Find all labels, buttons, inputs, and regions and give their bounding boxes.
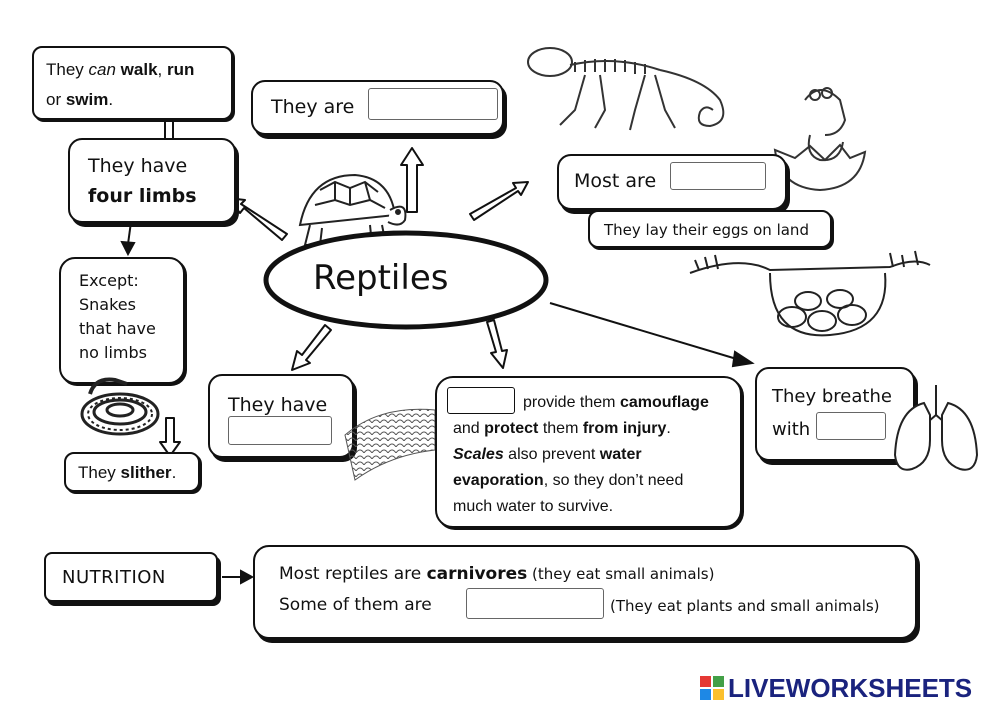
nutrition-label-box: NUTRITION: [44, 552, 218, 602]
arrow-scales-box: [486, 319, 508, 369]
nutrition-l1-paren: (they eat small animals): [527, 565, 715, 583]
skeleton-illustration: [527, 47, 725, 131]
text-swim: swim: [65, 90, 109, 109]
scales-camouflage: camouflage: [619, 394, 709, 411]
scales-italic-word: Scales: [453, 446, 504, 463]
nutrition-l1-text: Most reptiles are: [279, 564, 427, 584]
eggs-label: They lay their eggs on land: [604, 221, 809, 239]
breathe-line-2: with: [772, 419, 811, 440]
except-line-3: that have: [79, 319, 156, 338]
scales-line-1: provide them camouflage: [523, 391, 709, 415]
arrow-most-are: [469, 181, 529, 221]
they-are-answer-input[interactable]: [368, 88, 498, 120]
text-they: They: [46, 60, 89, 79]
reptiles-oval: [263, 230, 549, 330]
text-can: can: [88, 60, 116, 79]
scales-water: water: [599, 446, 642, 463]
they-are-label: They are: [271, 96, 355, 118]
arrow-they-have: [291, 324, 332, 371]
scales-illustration: [344, 408, 436, 481]
most-are-answer-input[interactable]: [670, 162, 766, 190]
breathe-line-1: They breathe: [772, 386, 892, 407]
scales-l1-text: provide them: [523, 394, 620, 411]
nutrition-line-1: Most reptiles are carnivores (they eat s…: [279, 562, 714, 586]
scales-from-injury: from injury: [582, 420, 667, 437]
text-comma: ,: [157, 60, 167, 79]
slither-they: They: [78, 463, 121, 482]
snake-illustration: [80, 377, 160, 436]
nutrition-l2-paren: (They eat plants and small animals): [610, 597, 880, 615]
liveworksheets-logo: LIVEWORKSHEETS: [700, 672, 1000, 703]
scales-protect: protect: [484, 420, 539, 437]
walk-line-2: or swim.: [46, 88, 113, 112]
breathe-answer-input[interactable]: [816, 412, 886, 440]
scales-line-2: and protect them from injury.: [453, 417, 671, 441]
slither-period: .: [171, 463, 177, 482]
scales-evaporation: evaporation: [453, 472, 544, 489]
scales-answer-input[interactable]: [447, 387, 515, 414]
except-line-2: Snakes: [79, 295, 136, 314]
nutrition-label: NUTRITION: [62, 567, 166, 588]
they-have-label: They have: [228, 394, 328, 416]
scales-l3-text: also prevent: [503, 446, 600, 463]
hatchling-illustration: [773, 87, 867, 192]
slither-word: slither: [120, 463, 172, 482]
logo-icon: [700, 676, 724, 700]
slither-box: They slither.: [64, 452, 200, 492]
most-are-label: Most are: [574, 170, 657, 192]
text-run: run: [167, 60, 195, 79]
scales-l2-and: and: [453, 420, 485, 437]
lungs-illustration: [893, 385, 979, 471]
four-limbs-line-1: They have: [88, 155, 188, 177]
scales-l4-text: , so they don’t need: [543, 472, 684, 489]
nest-eggs-illustration: [689, 250, 931, 337]
arrow-up-they-are: [400, 147, 424, 213]
except-line-1: Except:: [79, 271, 139, 290]
nutrition-carnivores: carnivores: [426, 564, 528, 584]
except-line-4: no limbs: [79, 343, 147, 362]
slither-text: They slither.: [78, 461, 176, 485]
text-walk: walk: [115, 60, 158, 79]
arrow-four-limbs: [227, 197, 288, 241]
eggs-box: They lay their eggs on land: [588, 210, 832, 248]
four-limbs-line-2: four limbs: [88, 185, 197, 207]
walk-line-1: They can walk, run: [46, 58, 194, 82]
logo-text: LIVEWORKSHEETS: [728, 673, 973, 703]
arrow-down-slither: [159, 417, 181, 457]
scales-l2-period: .: [666, 420, 671, 437]
reptiles-title: Reptiles: [313, 258, 449, 298]
they-have-answer-input[interactable]: [228, 416, 332, 445]
scales-line-3: Scales also prevent water: [453, 443, 642, 467]
nutrition-answer-input[interactable]: [466, 588, 604, 619]
text-period: .: [108, 90, 114, 109]
text-or: or: [46, 90, 66, 109]
four-limbs-box: They have four limbs: [68, 138, 236, 223]
walk-run-swim-box: They can walk, run or swim.: [32, 46, 233, 120]
scales-line-4: evaporation, so they don’t need: [453, 469, 683, 493]
nutrition-line-2: Some of them are: [279, 595, 432, 615]
scales-line-5: much water to survive.: [453, 498, 614, 515]
except-box: Except: Snakes that have no limbs: [59, 257, 185, 384]
scales-l2-them: them: [538, 420, 583, 437]
